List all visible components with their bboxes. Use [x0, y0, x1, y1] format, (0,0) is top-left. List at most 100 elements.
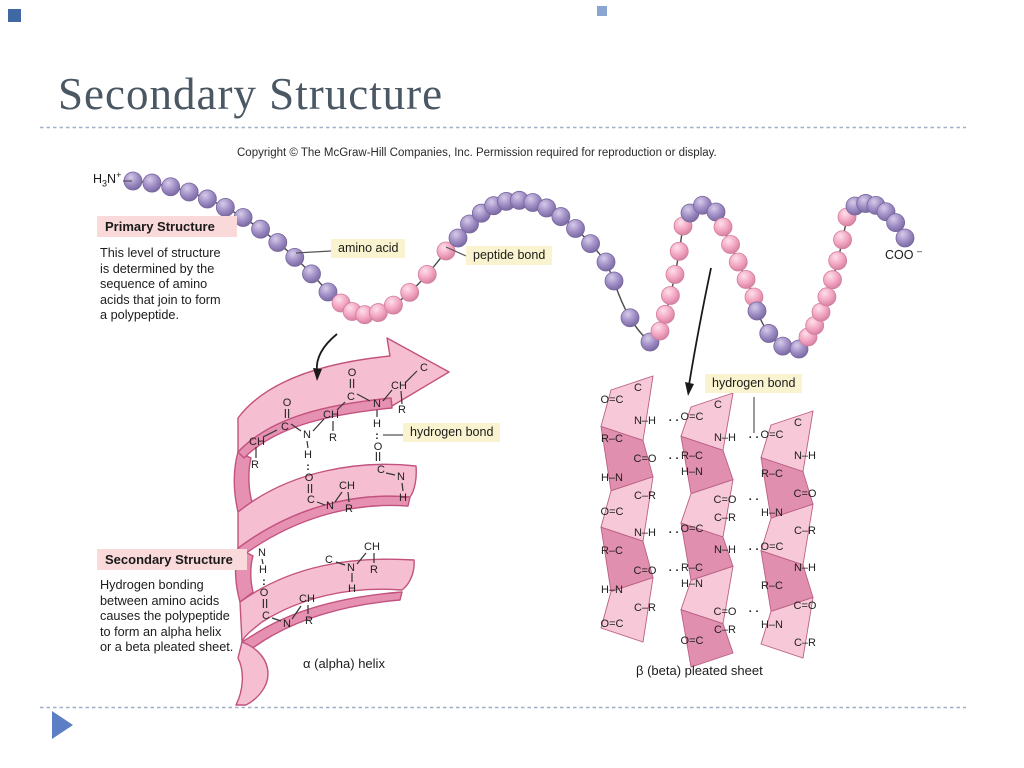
svg-text::: :	[306, 461, 310, 473]
svg-text:C–R: C–R	[634, 490, 656, 502]
svg-text:H: H	[373, 418, 381, 430]
svg-text:· ·: · ·	[749, 544, 759, 556]
copyright-text: Copyright © The McGraw-Hill Companies, I…	[237, 147, 717, 159]
svg-text::: :	[262, 576, 266, 588]
slide-title: Secondary Structure	[58, 69, 444, 119]
svg-text:O: O	[283, 397, 292, 409]
svg-text:C: C	[714, 399, 722, 411]
amino-acid-bead-chain	[123, 171, 915, 359]
svg-text:C: C	[420, 362, 428, 374]
svg-text:H: H	[304, 449, 312, 461]
svg-text:N–H: N–H	[794, 562, 816, 574]
hydrogen-bond-helix-callout: hydrogen bond	[403, 423, 501, 442]
svg-text:H: H	[348, 583, 356, 595]
svg-text:C=O: C=O	[634, 453, 657, 465]
svg-text:N–H: N–H	[634, 415, 656, 427]
hydrogen-bond-sheet-callout: hydrogen bond	[705, 374, 803, 393]
svg-text:N–H: N–H	[714, 544, 736, 556]
svg-text:R: R	[370, 564, 378, 576]
svg-text:H–N: H–N	[601, 472, 623, 484]
svg-text:N: N	[303, 429, 311, 441]
svg-text:C: C	[281, 421, 289, 433]
beta-sheet-caption: β (beta) pleated sheet	[636, 663, 763, 678]
svg-text:R: R	[398, 404, 406, 416]
svg-text:C–R: C–R	[634, 602, 656, 614]
svg-text:· ·: · ·	[749, 494, 759, 506]
svg-text:C=O: C=O	[794, 600, 817, 612]
svg-text:N–H: N–H	[794, 450, 816, 462]
svg-text:N–H: N–H	[714, 432, 736, 444]
svg-text::: :	[375, 430, 379, 442]
svg-text:H: H	[399, 492, 407, 504]
decor-square-center	[597, 6, 607, 16]
svg-text:H–N: H–N	[681, 466, 703, 478]
svg-text:N: N	[397, 471, 405, 483]
svg-text:C=O: C=O	[794, 488, 817, 500]
svg-text:· ·: · ·	[669, 415, 679, 427]
svg-text:R: R	[345, 503, 353, 515]
svg-text:H–N: H–N	[681, 578, 703, 590]
svg-text:O: O	[305, 472, 314, 484]
svg-text:CH: CH	[323, 409, 339, 421]
svg-text:R–C: R–C	[761, 580, 783, 592]
svg-text:· ·: · ·	[669, 453, 679, 465]
svg-text:C: C	[634, 382, 642, 394]
svg-text:O=C: O=C	[761, 429, 784, 441]
svg-text:R: R	[251, 459, 259, 471]
svg-text:O=C: O=C	[761, 541, 784, 553]
fold-arrows	[313, 267, 712, 396]
peptide-bond-callout: peptide bond	[466, 246, 553, 265]
svg-text:C: C	[347, 391, 355, 403]
svg-text:CH: CH	[249, 436, 265, 448]
alpha-helix-ribbon	[233, 337, 450, 706]
svg-text:C=O: C=O	[714, 606, 737, 618]
next-slide-arrow-icon[interactable]	[52, 711, 73, 739]
svg-text:N: N	[258, 547, 266, 559]
svg-text:H–N: H–N	[601, 584, 623, 596]
svg-text:R: R	[305, 615, 313, 627]
svg-text:O=C: O=C	[681, 411, 704, 423]
leader-lines	[123, 180, 755, 436]
svg-text:R–C: R–C	[761, 468, 783, 480]
svg-text:N: N	[347, 562, 355, 574]
svg-text:O=C: O=C	[681, 523, 704, 535]
alpha-helix-caption: α (alpha) helix	[303, 656, 385, 671]
svg-text:O: O	[374, 441, 383, 453]
svg-text:O: O	[348, 367, 357, 379]
secondary-structure-heading: Secondary Structure	[97, 549, 247, 570]
amino-terminus-label: H3N+	[93, 170, 122, 189]
svg-text:N: N	[283, 618, 291, 630]
chemical-bonds	[255, 370, 418, 622]
svg-text:R–C: R–C	[601, 433, 623, 445]
svg-text:C–R: C–R	[714, 624, 736, 636]
svg-text:C: C	[262, 610, 270, 622]
svg-text:H–N: H–N	[761, 619, 783, 631]
svg-text:C–R: C–R	[794, 525, 816, 537]
svg-text:R–C: R–C	[681, 450, 703, 462]
svg-text:N: N	[326, 500, 334, 512]
svg-text:CH: CH	[339, 480, 355, 492]
svg-text:CH: CH	[299, 593, 315, 605]
beta-sheet-ribbons	[600, 375, 814, 668]
svg-text:CH: CH	[364, 541, 380, 553]
atom-labels: CO=CN–H· ·R–CC=O· ·H–NC–RO=CN–H· ·R–CC=O…	[249, 362, 817, 649]
carboxyl-terminus-label: COO –	[885, 246, 922, 263]
svg-text:C–R: C–R	[714, 512, 736, 524]
svg-text:C: C	[794, 417, 802, 429]
svg-text:C: C	[377, 464, 385, 476]
svg-text:C: C	[325, 554, 333, 566]
svg-text:N: N	[373, 398, 381, 410]
svg-text:N–H: N–H	[634, 527, 656, 539]
svg-text:O=C: O=C	[601, 506, 624, 518]
svg-text:R: R	[329, 432, 337, 444]
svg-text:C–R: C–R	[794, 637, 816, 649]
svg-text:H: H	[259, 564, 267, 576]
decor-square-left	[8, 9, 21, 22]
primary-structure-heading: Primary Structure	[97, 216, 237, 237]
svg-text:· ·: · ·	[669, 565, 679, 577]
svg-text:O=C: O=C	[601, 618, 624, 630]
